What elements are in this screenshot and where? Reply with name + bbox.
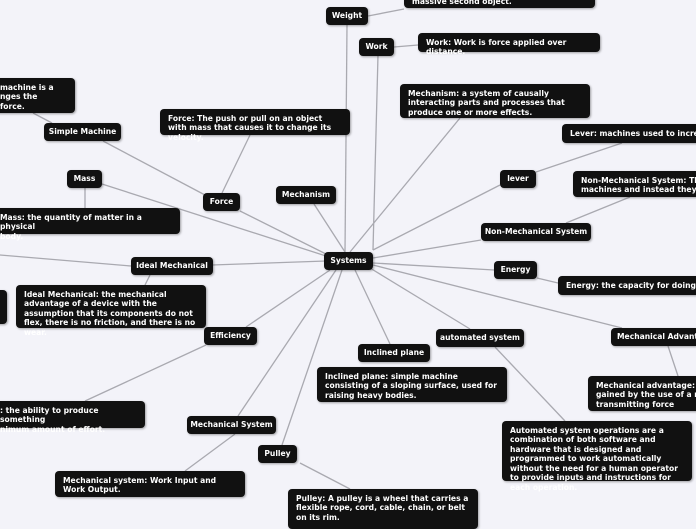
offscreen-note-fragment: [0, 290, 7, 324]
connector-line: [313, 203, 346, 253]
connector-line: [344, 24, 348, 253]
note-automated-system[interactable]: Automated system operations are a combin…: [502, 421, 692, 492]
note-line: machines and instead they us: [581, 185, 696, 195]
note-non-mechanical-system[interactable]: Non-Mechanical System: Theymachines and …: [573, 171, 696, 197]
topic-force[interactable]: Force: [203, 193, 240, 211]
connector-line: [372, 184, 501, 251]
connector-line: [372, 262, 495, 271]
connector-line: [102, 140, 206, 196]
connector-line: [239, 210, 327, 255]
connector-line: [354, 269, 391, 345]
connector-line: [32, 112, 53, 124]
note-pulley[interactable]: Pulley: A pulley is a wheel that carries…: [288, 489, 478, 529]
note-line: nimum amount of effort.: [0, 424, 106, 434]
note-weight[interactable]: massive second object.: [404, 0, 595, 8]
note-line: body.: [0, 231, 24, 241]
connector-line: [349, 117, 461, 253]
connector-line: [565, 196, 631, 224]
note-line: force.: [0, 101, 25, 111]
note-line: : the ability to produce something: [0, 406, 99, 425]
note-work[interactable]: Work: Work is force applied over distanc…: [418, 33, 600, 56]
topic-mechanical-advantage[interactable]: Mechanical Advanta: [611, 328, 696, 346]
note-line: gained by the use of a me: [596, 390, 696, 400]
topic-mass[interactable]: Mass: [67, 170, 102, 188]
connector-line: [536, 277, 559, 284]
connector-line: [369, 267, 471, 330]
topic-weight[interactable]: Weight: [326, 7, 368, 25]
connector-line: [372, 264, 623, 329]
note-line: transmitting force: [596, 399, 675, 409]
connector-line: [372, 239, 482, 259]
connector-line: [245, 269, 331, 328]
note-line: machine is a: [0, 83, 54, 92]
topic-mechanical-system[interactable]: Mechanical System: [187, 416, 276, 434]
connector-line: [372, 54, 379, 251]
note-mechanical-system[interactable]: Mechanical system: Work Input and Work O…: [55, 471, 245, 497]
topic-simple-machine[interactable]: Simple Machine: [44, 123, 121, 141]
connector-line: [393, 44, 419, 48]
note-line: Mass: the quantity of matter in a physic…: [0, 213, 142, 232]
note-inclined-plane[interactable]: Inclined plane: simple machine consistin…: [317, 367, 507, 402]
topic-non-mechanical-system[interactable]: Non-Mechanical System: [481, 223, 591, 241]
topic-inclined-plane[interactable]: Inclined plane: [358, 344, 430, 362]
topic-lever[interactable]: lever: [500, 170, 536, 188]
topic-pulley[interactable]: Pulley: [258, 445, 297, 463]
connector-line: [184, 433, 236, 472]
note-line: Non-Mechanical System: They: [581, 176, 696, 185]
note-lever[interactable]: Lever: machines used to increas: [562, 124, 696, 143]
connector-line: [144, 274, 151, 286]
connector-line: [535, 142, 623, 173]
connector-line: [101, 183, 327, 257]
connector-line: [281, 269, 343, 446]
note-ideal-mechanical[interactable]: Ideal Mechanical: the mechanical advanta…: [16, 285, 206, 337]
connector-line: [237, 269, 337, 417]
topic-energy[interactable]: Energy: [494, 261, 537, 279]
note-energy[interactable]: Energy: the capacity for doing w: [558, 276, 696, 295]
connector-line: [367, 8, 405, 17]
connector-line: [0, 254, 132, 267]
note-line: Mechanical advantage: th: [596, 381, 696, 390]
note-line: nges the: [0, 92, 38, 102]
topic-work[interactable]: Work: [359, 38, 394, 56]
topic-ideal-mechanical[interactable]: Ideal Mechanical: [131, 257, 213, 275]
note-mass[interactable]: Mass: the quantity of matter in a physic…: [0, 208, 180, 241]
connector-line: [84, 344, 207, 402]
note-non-mechanical-system-text: Non-Mechanical System: Theymachines and …: [581, 176, 696, 195]
connector-line: [211, 260, 327, 266]
topic-efficiency[interactable]: Efficiency: [204, 327, 257, 345]
note-mechanism[interactable]: Mechanism: a system of causally interact…: [400, 84, 590, 118]
central-topic-systems[interactable]: Systems: [324, 252, 373, 270]
topic-mechanism[interactable]: Mechanism: [276, 186, 336, 204]
note-force[interactable]: Force: The push or pull on an object wit…: [160, 109, 350, 142]
connector-line: [667, 345, 679, 377]
connector-line: [221, 134, 251, 194]
connector-line: [299, 462, 351, 490]
connector-line: [494, 346, 566, 422]
topic-automated-system[interactable]: automated system: [436, 329, 524, 347]
note-mass-text: Mass: the quantity of matter in a physic…: [0, 213, 172, 241]
